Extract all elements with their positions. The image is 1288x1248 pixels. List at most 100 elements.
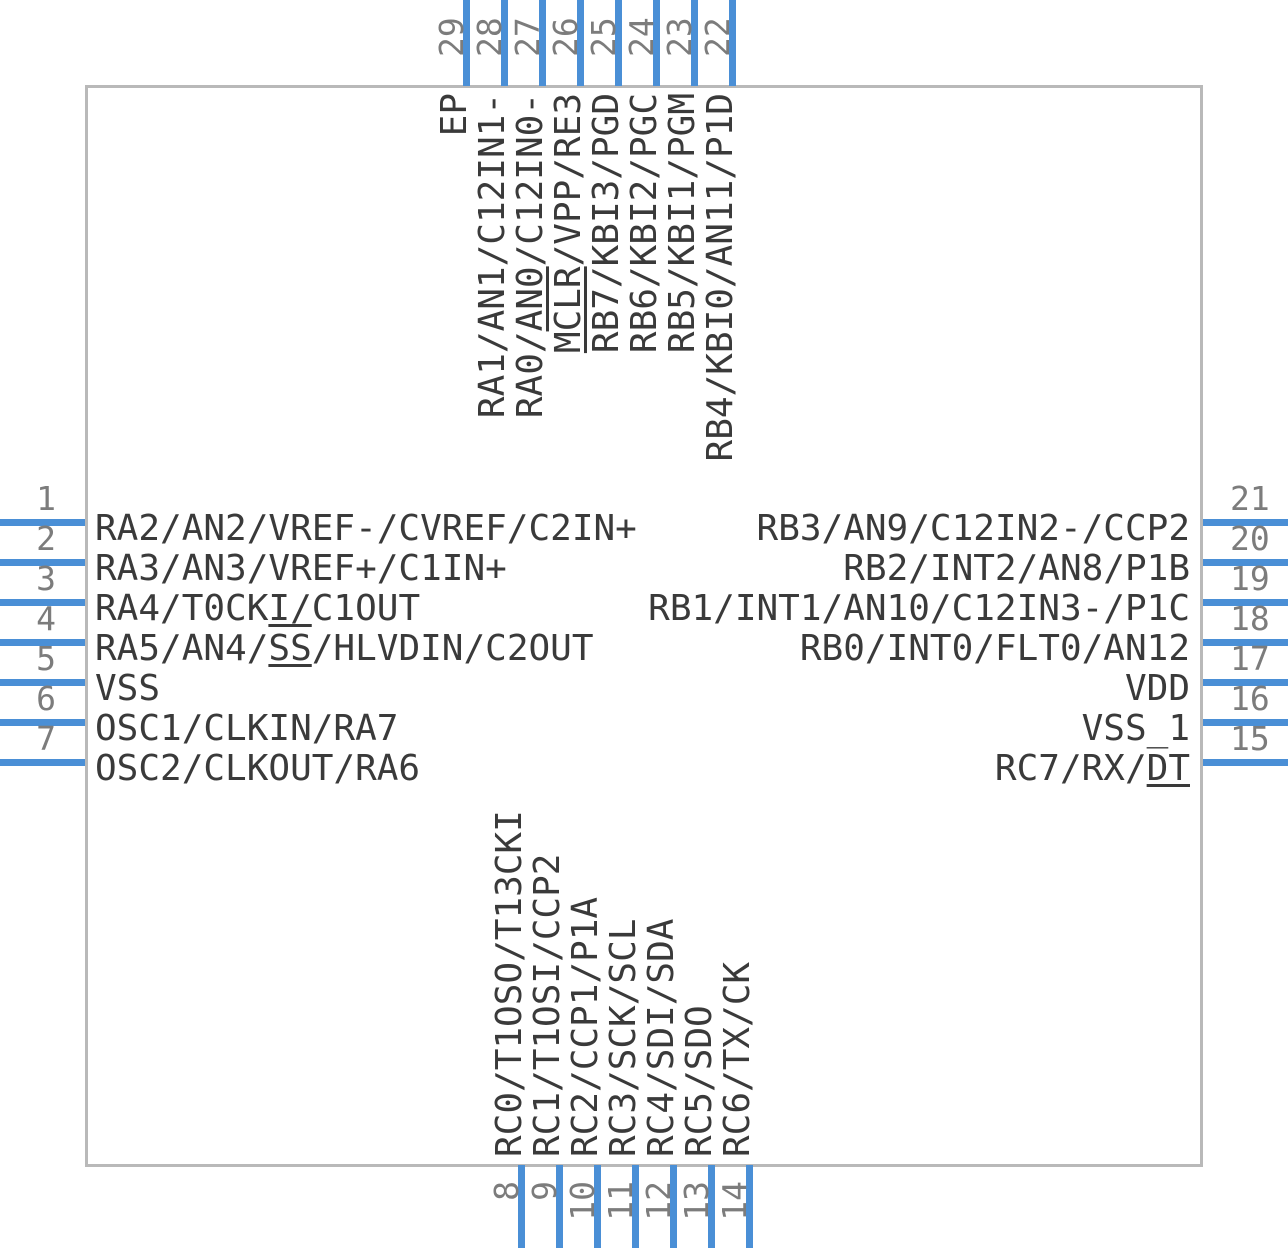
pin-line-6 [0, 719, 85, 726]
pin-line-28 [501, 0, 508, 86]
pin-number-29: 29 [432, 17, 471, 57]
pin-label-3: RA4/T0CKI/C1OUT [95, 591, 420, 627]
pin-label-16: VSS_1 [1082, 711, 1190, 747]
pin-label-segment: VDD [1124, 668, 1190, 709]
pin-line-4 [0, 639, 85, 646]
pin-label-segment: I/ [268, 588, 312, 629]
pin-label-segment: RB5/KBI1/PGM [662, 93, 703, 354]
pin-label-19: RB1/INT1/AN10/C12IN3-/P1C [648, 591, 1190, 627]
pin-number-26: 26 [546, 17, 585, 57]
pin-label-segment: OSC2/CLKOUT/RA6 [95, 748, 421, 789]
pin-label-segment: EP [434, 93, 475, 137]
pin-line-22 [729, 0, 736, 86]
pin-label-segment: C1OUT [311, 588, 421, 629]
pin-label-6: OSC1/CLKIN/RA7 [95, 711, 398, 747]
pin-label-segment: OSC1/CLKIN/RA7 [95, 708, 399, 749]
pin-label-17: VDD [1125, 671, 1190, 707]
pin-label-segment: RA3/AN3/VREF+/C1IN+ [95, 548, 507, 589]
pin-label-segment: RA0/ [510, 331, 551, 419]
pin-line-25 [615, 0, 622, 86]
pin-label-segment: RC1/T1OSI/CCP2 [527, 853, 568, 1157]
pin-line-27 [539, 0, 546, 86]
pin-number-4: 4 [36, 599, 56, 638]
pin-number-20: 20 [1230, 519, 1270, 558]
pin-line-20 [1203, 559, 1288, 566]
pin-label-segment: RC0/T1OSO/T13CKI [489, 810, 530, 1157]
pin-label-segment: RB0/INT0/FLT0/AN12 [799, 628, 1190, 669]
pin-number-14: 14 [715, 1181, 754, 1221]
pin-line-19 [1203, 599, 1288, 606]
pin-line-15 [1203, 759, 1288, 766]
pin-number-8: 8 [487, 1181, 526, 1201]
pin-number-23: 23 [660, 17, 699, 57]
pin-number-25: 25 [584, 17, 623, 57]
pin-number-11: 11 [601, 1181, 640, 1221]
pin-line-17 [1203, 679, 1288, 686]
pin-label-segment: RC3/SCK/SCL [603, 918, 644, 1157]
pin-label-segment: VSS_1 [1081, 708, 1190, 749]
pin-line-29 [463, 0, 470, 86]
pin-label-segment: RA1/AN1/C12IN1- [472, 93, 513, 419]
pin-number-21: 21 [1230, 479, 1270, 518]
pin-label-segment: /C12IN0- [510, 93, 551, 267]
pin-line-13 [708, 1165, 715, 1248]
pin-label-7: OSC2/CLKOUT/RA6 [95, 751, 420, 787]
pin-number-24: 24 [622, 17, 661, 57]
pin-label-20: RB2/INT2/AN8/P1B [843, 551, 1190, 587]
pin-label-segment: RB6/KBI2/PGC [624, 93, 665, 354]
pin-line-1 [0, 519, 85, 526]
pin-line-2 [0, 559, 85, 566]
pin-number-6: 6 [36, 679, 56, 718]
pin-number-13: 13 [677, 1181, 716, 1221]
pin-label-segment: RC5/SDO [679, 1005, 720, 1157]
pin-line-8 [518, 1165, 525, 1248]
pin-label-segment: RA4/T0CK [95, 588, 269, 629]
pin-label-segment: RC2/CCP1/P1A [565, 896, 606, 1157]
pin-line-9 [556, 1165, 563, 1248]
pin-number-19: 19 [1230, 559, 1270, 598]
pin-line-12 [670, 1165, 677, 1248]
pin-number-17: 17 [1230, 639, 1270, 678]
pin-number-28: 28 [470, 17, 509, 57]
pin-label-segment: SS [268, 628, 312, 669]
pin-label-22: RB4/KBI0/AN11/P1D [700, 93, 1071, 461]
pin-label-5: VSS [95, 671, 160, 707]
pin-label-4: RA5/AN4/SS/HLVDIN/C2OUT [95, 631, 594, 667]
pin-number-27: 27 [508, 17, 547, 57]
pin-number-15: 15 [1230, 719, 1270, 758]
pin-label-1: RA2/AN2/VREF-/CVREF/C2IN+ [95, 511, 637, 547]
pin-line-24 [653, 0, 660, 86]
component-body [85, 85, 1203, 1167]
pin-number-12: 12 [639, 1181, 678, 1221]
pin-label-segment: RB1/INT1/AN10/C12IN3-/P1C [648, 588, 1190, 629]
pin-line-3 [0, 599, 85, 606]
pin-label-segment: RB2/INT2/AN8/P1B [843, 548, 1190, 589]
pin-line-26 [577, 0, 584, 86]
pin-label-segment: RA2/AN2/VREF-/CVREF/C2IN+ [95, 508, 637, 549]
pin-label-segment: /VPP/RE3 [548, 93, 589, 267]
pin-line-10 [594, 1165, 601, 1248]
pin-line-23 [691, 0, 698, 86]
pin-line-11 [632, 1165, 639, 1248]
pin-label-segment: RC4/SDI/SDA [641, 918, 682, 1157]
pin-number-5: 5 [36, 639, 56, 678]
pin-label-segment: RB3/AN9/C12IN2-/CCP2 [756, 508, 1190, 549]
pin-line-16 [1203, 719, 1288, 726]
pin-number-1: 1 [36, 479, 56, 518]
pin-number-9: 9 [525, 1181, 564, 1201]
pin-number-18: 18 [1230, 599, 1270, 638]
pin-number-16: 16 [1230, 679, 1270, 718]
pin-number-2: 2 [36, 519, 56, 558]
pin-label-2: RA3/AN3/VREF+/C1IN+ [95, 551, 507, 587]
pin-label-segment: RB7/KBI3/PGD [586, 93, 627, 354]
pin-label-21: RB3/AN9/C12IN2-/CCP2 [757, 511, 1190, 547]
pin-label-segment: RB4/KBI0/AN11/P1D [700, 93, 741, 462]
pin-label-segment: RA5/AN4/ [95, 628, 269, 669]
pin-number-10: 10 [563, 1181, 602, 1221]
pin-number-22: 22 [698, 17, 737, 57]
pin-line-21 [1203, 519, 1288, 526]
pin-label-15: RC7/RX/DT [995, 751, 1190, 787]
pin-label-18: RB0/INT0/FLT0/AN12 [800, 631, 1190, 667]
pin-line-5 [0, 679, 85, 686]
